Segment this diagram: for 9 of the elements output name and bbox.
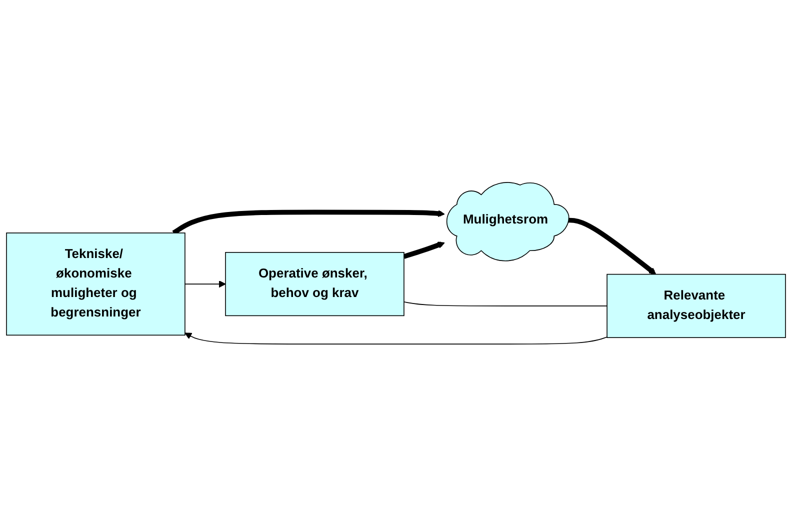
node-box: Tekniske/ økonomiske muligheter og begrensninger — [6, 232, 186, 336]
connector — [404, 302, 608, 307]
arrow — [184, 280, 226, 288]
arrow — [566, 218, 656, 275]
node-box: Operative ønsker, behov og krav — [225, 252, 404, 316]
arrow — [403, 242, 445, 260]
arrow — [172, 210, 445, 236]
arrow — [184, 332, 608, 345]
node-box: Relevante analyseobjekter — [606, 274, 786, 338]
